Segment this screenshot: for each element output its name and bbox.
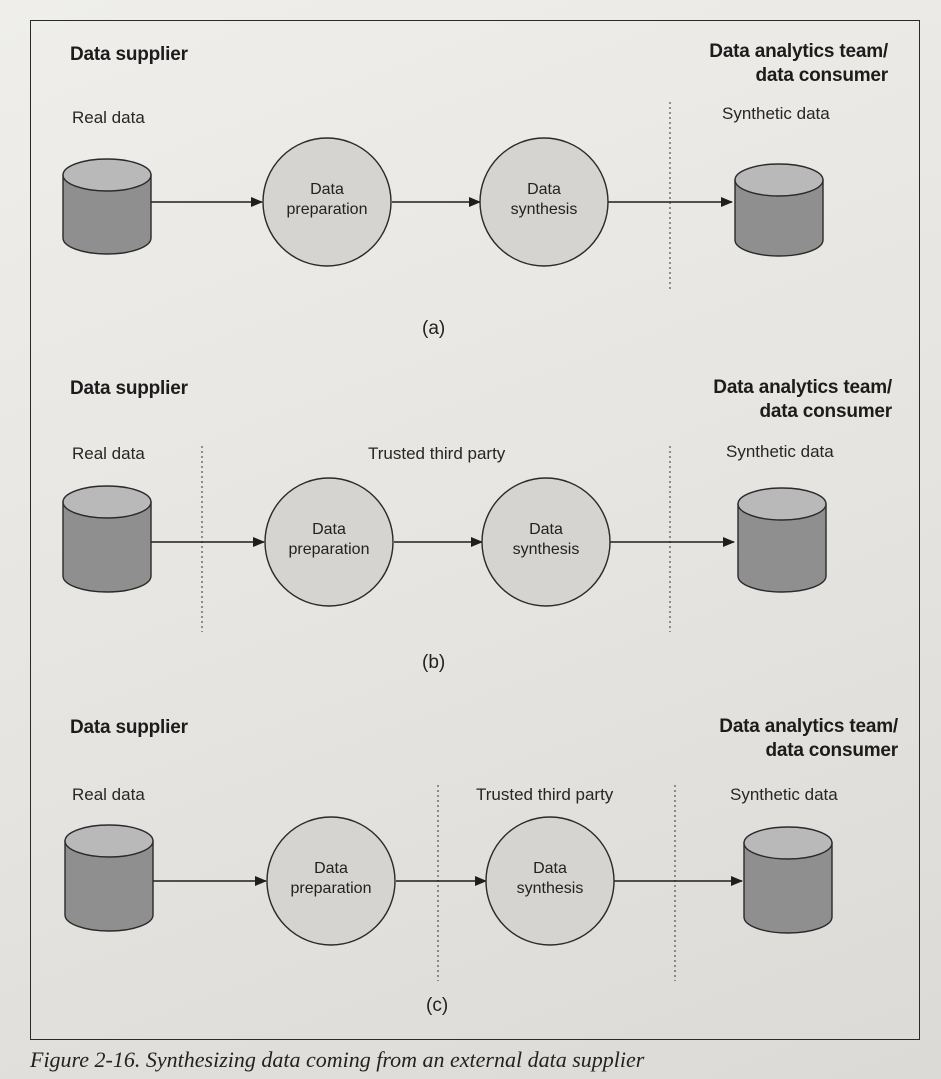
- synthetic-data-label: Synthetic data: [722, 104, 830, 123]
- synthetic-data-cylinder: [743, 826, 833, 934]
- data-preparation-line1: Data: [314, 860, 348, 877]
- supplier-heading: Data supplier: [70, 378, 188, 399]
- consumer-heading-line1: Data analytics team/: [713, 377, 892, 398]
- real-data-label: Real data: [72, 444, 145, 463]
- panel-c-diagram: [64, 785, 833, 981]
- consumer-heading-line1: Data analytics team/: [719, 716, 898, 737]
- real-data-cylinder: [64, 824, 154, 932]
- figure-caption: Figure 2-16. Synthesizing data coming fr…: [30, 1047, 645, 1072]
- panel-a-diagram: [62, 102, 824, 292]
- synthetic-data-label: Synthetic data: [726, 442, 834, 461]
- data-preparation-line1: Data: [310, 181, 344, 198]
- consumer-heading-line1: Data analytics team/: [709, 41, 888, 62]
- synthetic-data-label: Synthetic data: [730, 785, 838, 804]
- data-preparation-line2: preparation: [290, 880, 372, 897]
- data-preparation-line1: Data: [312, 521, 346, 538]
- consumer-heading: Data analytics team/ data consumer: [719, 715, 898, 763]
- synthetic-data-cylinder: [734, 163, 824, 257]
- data-synthesis-line1: Data: [529, 521, 563, 538]
- trusted-third-party-label: Trusted third party: [476, 785, 614, 804]
- consumer-heading-line2: data consumer: [755, 65, 888, 86]
- data-synthesis-circle: [481, 477, 611, 607]
- data-preparation-circle: [266, 816, 396, 946]
- data-preparation-line2: preparation: [286, 201, 368, 218]
- data-synthesis-circle: [479, 137, 609, 267]
- data-preparation-circle: [262, 137, 392, 267]
- trusted-third-party-label: Trusted third party: [368, 444, 506, 463]
- data-synthesis-line1: Data: [527, 181, 561, 198]
- data-synthesis-circle: [485, 816, 615, 946]
- panel-sublabel: (a): [422, 318, 446, 339]
- data-preparation-circle: [264, 477, 394, 607]
- data-synthesis-line2: synthesis: [510, 201, 578, 218]
- data-synthesis-label: Data synthesis: [484, 180, 604, 220]
- panel-b-diagram: [62, 446, 827, 632]
- consumer-heading-line2: data consumer: [765, 740, 898, 761]
- panel-sublabel: (b): [422, 652, 446, 673]
- panel-sublabel: (c): [426, 995, 449, 1016]
- real-data-cylinder: [62, 485, 152, 593]
- supplier-heading: Data supplier: [70, 44, 188, 65]
- real-data-label: Real data: [72, 785, 145, 804]
- panel-a: Data supplier Data analytics team/ data …: [30, 30, 920, 360]
- data-preparation-line2: preparation: [288, 541, 370, 558]
- supplier-heading: Data supplier: [70, 717, 188, 738]
- figure-frame: [30, 20, 920, 1040]
- data-synthesis-line1: Data: [533, 860, 567, 877]
- data-synthesis-label: Data synthesis: [490, 859, 610, 899]
- data-preparation-label: Data preparation: [267, 180, 387, 220]
- data-synthesis-line2: synthesis: [516, 880, 584, 897]
- consumer-heading: Data analytics team/ data consumer: [713, 376, 892, 424]
- consumer-heading: Data analytics team/ data consumer: [709, 40, 888, 88]
- data-synthesis-line2: synthesis: [512, 541, 580, 558]
- real-data-label: Real data: [72, 108, 145, 127]
- data-preparation-label: Data preparation: [271, 859, 391, 899]
- synthetic-data-cylinder: [737, 487, 827, 593]
- real-data-cylinder: [62, 158, 152, 255]
- data-preparation-label: Data preparation: [269, 520, 389, 560]
- data-synthesis-label: Data synthesis: [486, 520, 606, 560]
- panel-b: Data supplier Data analytics team/ data …: [30, 370, 920, 700]
- consumer-heading-line2: data consumer: [759, 401, 892, 422]
- panel-c: Data supplier Data analytics team/ data …: [30, 705, 920, 1035]
